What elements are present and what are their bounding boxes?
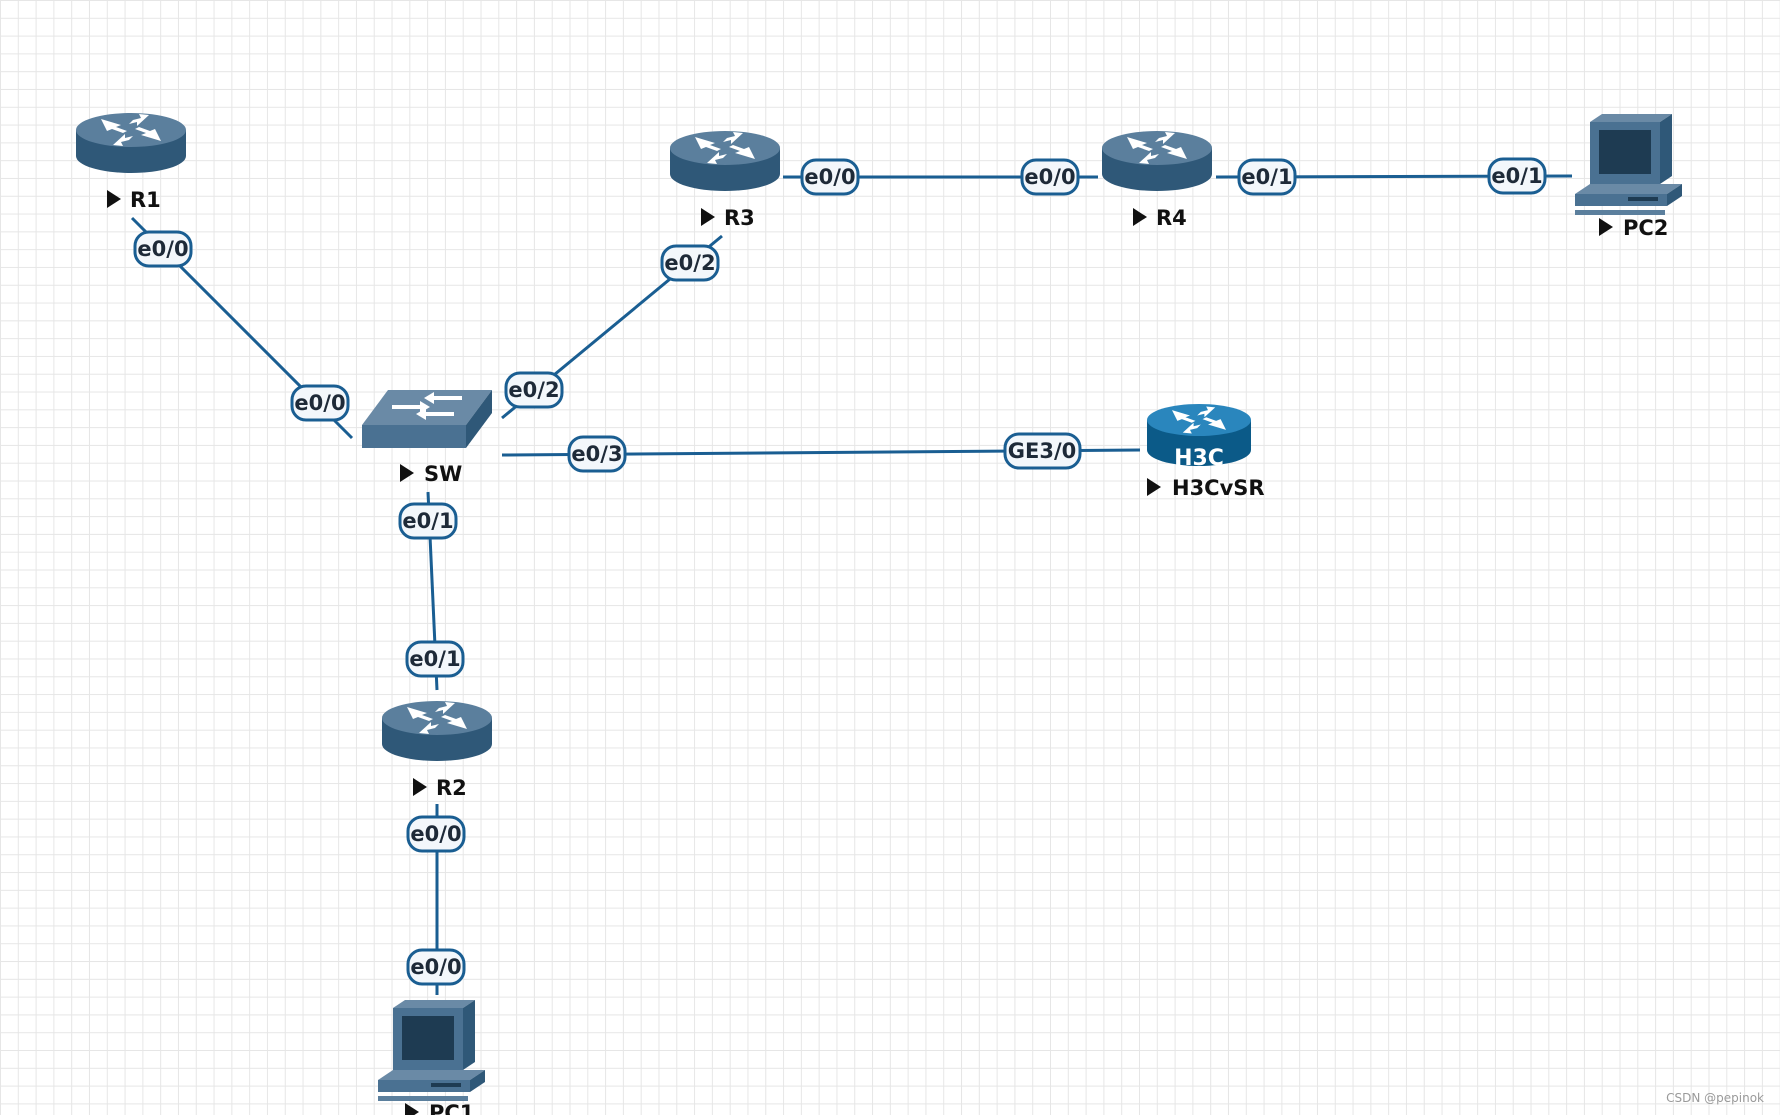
switch-icon	[362, 390, 492, 448]
svg-text:e0/2: e0/2	[664, 251, 715, 275]
svg-text:e0/0: e0/0	[137, 237, 188, 261]
svg-text:e0/0: e0/0	[804, 165, 855, 189]
svg-text:e0/0: e0/0	[294, 391, 345, 415]
port-label-r2-e0-0: e0/0	[406, 815, 466, 853]
svg-text:PC1: PC1	[429, 1101, 474, 1115]
play-icon	[413, 778, 427, 796]
play-icon	[1599, 218, 1613, 236]
port-label-pc1-e0-0: e0/0	[406, 948, 466, 986]
device-label-r4: R4	[1133, 206, 1187, 230]
port-label-r1-e0-0: e0/0	[133, 230, 193, 268]
port-label-r4-e0-0: e0/0	[1020, 158, 1080, 196]
device-label-r2: R2	[413, 776, 467, 800]
port-label-r2-e0-1: e0/1	[405, 640, 465, 678]
svg-text:e0/0: e0/0	[410, 822, 461, 846]
watermark-text: CSDN @pepinok	[1666, 1091, 1764, 1105]
links-layer	[130, 174, 1573, 995]
device-r1[interactable]: R1	[76, 113, 186, 212]
router-icon	[76, 113, 186, 173]
port-label-sw-e0-3: e0/3	[567, 435, 627, 473]
port-label-h3cvsr-ge3-0: GE3/0	[1003, 432, 1082, 470]
device-r3[interactable]: R3	[670, 131, 780, 230]
device-label-sw: SW	[400, 462, 462, 486]
device-h3cvsr[interactable]: H3C H3CvSR	[1147, 404, 1265, 500]
svg-text:R4: R4	[1156, 206, 1187, 230]
svg-text:e0/0: e0/0	[1024, 165, 1075, 189]
port-label-r3-e0-0: e0/0	[800, 158, 860, 196]
svg-text:e0/1: e0/1	[1491, 164, 1542, 188]
play-icon	[1147, 478, 1161, 496]
svg-text:PC2: PC2	[1623, 216, 1668, 240]
port-label-sw-e0-0: e0/0	[290, 384, 350, 422]
pc-icon	[1575, 114, 1682, 215]
device-label-h3cvsr: H3CvSR	[1147, 476, 1265, 500]
device-label-r3: R3	[701, 206, 755, 230]
svg-text:R1: R1	[130, 188, 161, 212]
play-icon	[701, 208, 715, 226]
device-label-r1: R1	[107, 188, 161, 212]
svg-text:e0/2: e0/2	[508, 378, 559, 402]
svg-text:e0/1: e0/1	[409, 647, 460, 671]
svg-text:e0/1: e0/1	[1241, 165, 1292, 189]
device-label-pc2: PC2	[1599, 216, 1668, 240]
svg-text:e0/1: e0/1	[402, 509, 453, 533]
device-r4[interactable]: R4	[1102, 131, 1212, 230]
svg-text:e0/0: e0/0	[410, 955, 461, 979]
port-label-pc2-e0-1: e0/1	[1487, 157, 1547, 195]
port-label-sw-e0-2: e0/2	[504, 371, 564, 409]
port-label-r3-e0-2: e0/2	[660, 244, 720, 282]
router-icon	[382, 701, 492, 761]
device-pc1[interactable]: PC1	[378, 1000, 485, 1115]
device-r2[interactable]: R2	[382, 701, 492, 800]
port-label-r4-e0-1: e0/1	[1237, 158, 1297, 196]
svg-text:GE3/0: GE3/0	[1008, 439, 1076, 463]
pc-icon	[378, 1000, 485, 1101]
svg-text:H3CvSR: H3CvSR	[1172, 476, 1265, 500]
svg-text:SW: SW	[424, 462, 462, 486]
device-pc2[interactable]: PC2	[1575, 114, 1682, 240]
play-icon	[405, 1103, 419, 1115]
h3c-router-icon: H3C	[1147, 404, 1251, 471]
h3c-logo-text: H3C	[1174, 446, 1224, 471]
svg-text:R2: R2	[436, 776, 467, 800]
svg-text:e0/3: e0/3	[571, 442, 622, 466]
play-icon	[1133, 208, 1147, 226]
router-icon	[670, 131, 780, 191]
play-icon	[107, 190, 121, 208]
device-sw[interactable]: SW	[362, 390, 492, 486]
router-icon	[1102, 131, 1212, 191]
svg-text:R3: R3	[724, 206, 755, 230]
play-icon	[400, 464, 414, 482]
port-label-sw-e0-1: e0/1	[398, 502, 458, 540]
device-label-pc1: PC1	[405, 1101, 474, 1115]
